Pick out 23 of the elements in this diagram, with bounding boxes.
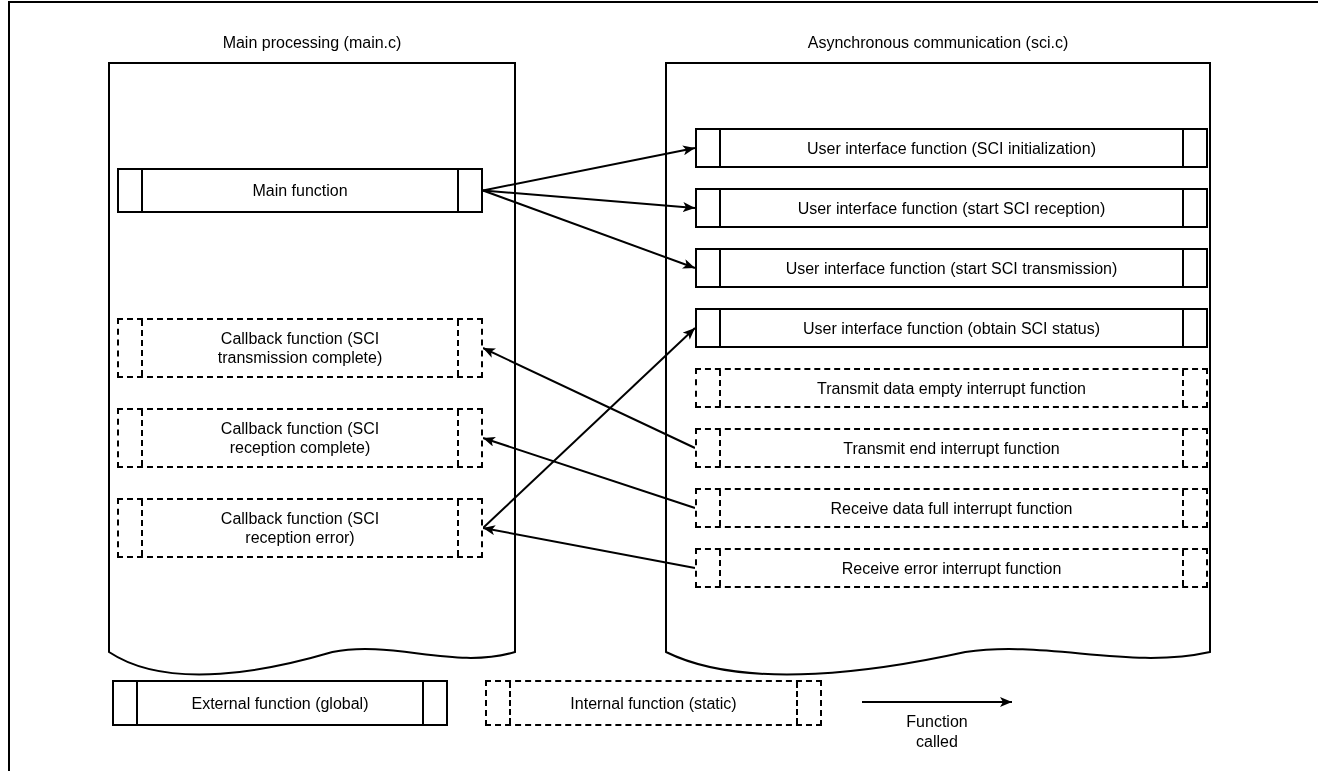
arrow bbox=[482, 525, 696, 569]
function-box: Callback function (SCI reception error) bbox=[117, 498, 483, 558]
legend-sample-box: Internal function (static) bbox=[485, 680, 822, 726]
function-box: Callback function (SCI reception complete) bbox=[117, 408, 483, 468]
function-box: User interface function (start SCI reception) bbox=[695, 188, 1208, 228]
arrow bbox=[482, 437, 696, 509]
function-box: Transmit end interrupt function bbox=[695, 428, 1208, 468]
function-box: Receive data full interrupt function bbox=[695, 488, 1208, 528]
arrow bbox=[482, 327, 696, 529]
arrow bbox=[482, 347, 696, 449]
function-box: Transmit data empty interrupt function bbox=[695, 368, 1208, 408]
function-box: Receive error interrupt function bbox=[695, 548, 1208, 588]
arrow bbox=[482, 145, 696, 192]
file-heading: Asynchronous communication (sci.c) bbox=[806, 34, 1070, 52]
legend-label: Function called bbox=[905, 712, 969, 752]
function-box: Callback function (SCI transmission complete) bbox=[117, 318, 483, 378]
function-box: User interface function (SCI initialization) bbox=[695, 128, 1208, 168]
legend-sample-box: External function (global) bbox=[112, 680, 448, 726]
file-heading: Main processing (main.c) bbox=[221, 34, 403, 52]
function-box: User interface function (start SCI transmission) bbox=[695, 248, 1208, 288]
function-box: User interface function (obtain SCI status) bbox=[695, 308, 1208, 348]
function-box: Main function bbox=[117, 168, 483, 213]
arrow bbox=[482, 189, 696, 269]
